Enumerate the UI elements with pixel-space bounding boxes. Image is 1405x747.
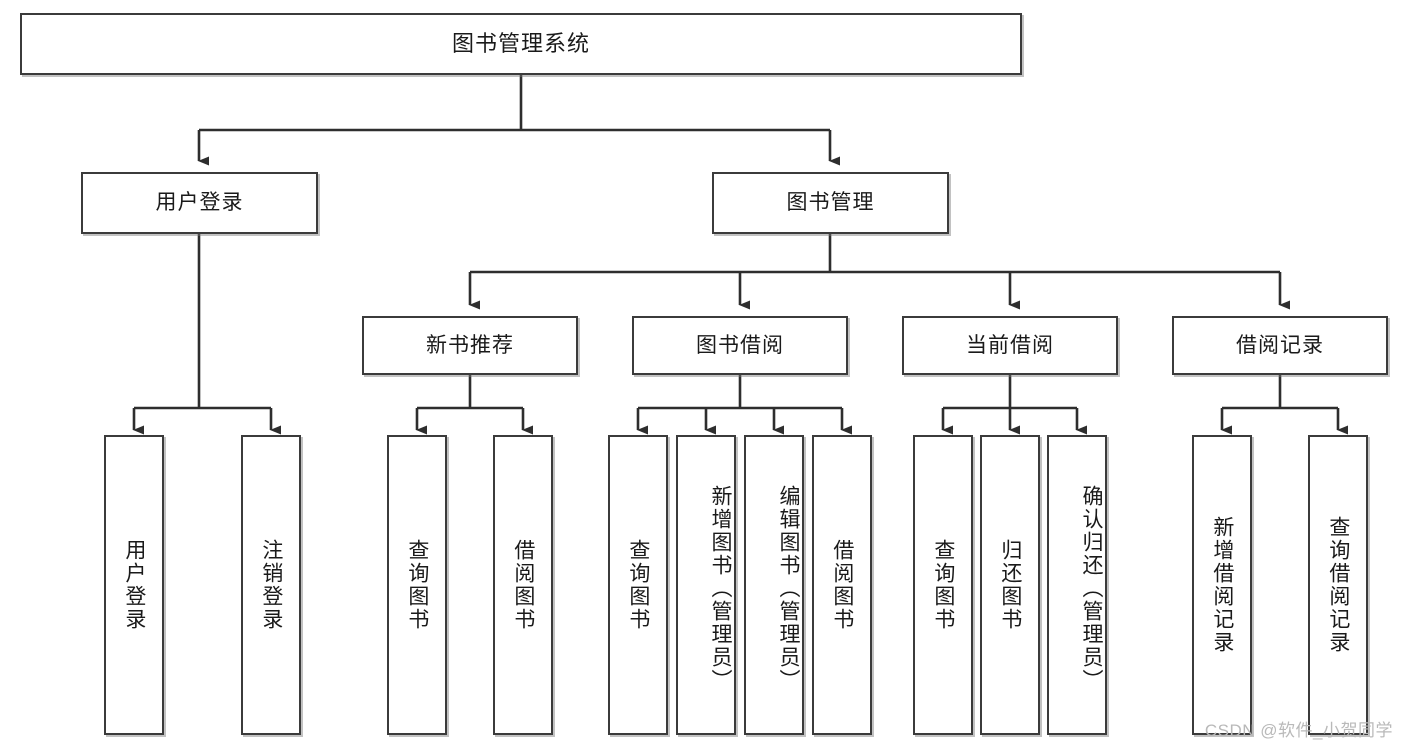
leaf-edit-book[interactable]: 编辑图书（管理员） xyxy=(744,435,804,735)
leaf-logout[interactable]: 注销登录 xyxy=(241,435,301,735)
node-borrow-record[interactable]: 借阅记录 xyxy=(1172,316,1388,375)
node-new-book-rec-label: 新书推荐 xyxy=(426,333,514,357)
leaf-query-book-2-label: 查询图书 xyxy=(626,539,650,631)
watermark: CSDN @软件_小贺同学 xyxy=(1204,721,1393,740)
leaf-user-login-label: 用户登录 xyxy=(122,539,146,631)
node-current-borrow-label: 当前借阅 xyxy=(966,333,1054,357)
leaf-return-book-label: 归还图书 xyxy=(998,539,1022,631)
node-book-borrow[interactable]: 图书借阅 xyxy=(632,316,848,375)
leaf-add-record-label: 新增借阅记录 xyxy=(1210,516,1234,654)
node-current-borrow[interactable]: 当前借阅 xyxy=(902,316,1118,375)
node-root[interactable]: 图书管理系统 xyxy=(20,13,1022,75)
leaf-borrow-book-1-label: 借阅图书 xyxy=(511,539,535,631)
node-root-label: 图书管理系统 xyxy=(451,30,590,56)
leaf-query-book-3[interactable]: 查询图书 xyxy=(913,435,973,735)
node-user-login[interactable]: 用户登录 xyxy=(81,172,318,234)
node-book-borrow-label: 图书借阅 xyxy=(696,333,784,357)
leaf-borrow-book-2[interactable]: 借阅图书 xyxy=(812,435,872,735)
leaf-edit-book-label: 编辑图书（管理员） xyxy=(777,484,800,692)
leaf-query-book-3-label: 查询图书 xyxy=(931,539,955,631)
leaf-query-book-1[interactable]: 查询图书 xyxy=(387,435,447,735)
node-borrow-record-label: 借阅记录 xyxy=(1236,333,1324,357)
leaf-query-book-1-label: 查询图书 xyxy=(405,539,429,631)
leaf-query-book-2[interactable]: 查询图书 xyxy=(608,435,668,735)
leaf-borrow-book-1[interactable]: 借阅图书 xyxy=(493,435,553,735)
leaf-confirm-return-label: 确认归还（管理员） xyxy=(1080,484,1103,692)
leaf-return-book[interactable]: 归还图书 xyxy=(980,435,1040,735)
leaf-query-record[interactable]: 查询借阅记录 xyxy=(1308,435,1368,735)
node-new-book-rec[interactable]: 新书推荐 xyxy=(362,316,578,375)
leaf-user-login[interactable]: 用户登录 xyxy=(104,435,164,735)
node-book-manage-label: 图书管理 xyxy=(786,191,875,215)
leaf-borrow-book-2-label: 借阅图书 xyxy=(830,539,854,631)
leaf-query-record-label: 查询借阅记录 xyxy=(1326,516,1350,654)
leaf-logout-label: 注销登录 xyxy=(259,539,283,631)
node-book-manage[interactable]: 图书管理 xyxy=(712,172,949,234)
leaf-add-book[interactable]: 新增图书（管理员） xyxy=(676,435,736,735)
leaf-add-book-label: 新增图书（管理员） xyxy=(709,484,732,692)
leaf-confirm-return[interactable]: 确认归还（管理员） xyxy=(1047,435,1107,735)
leaf-add-record[interactable]: 新增借阅记录 xyxy=(1192,435,1252,735)
node-user-login-label: 用户登录 xyxy=(155,191,244,215)
